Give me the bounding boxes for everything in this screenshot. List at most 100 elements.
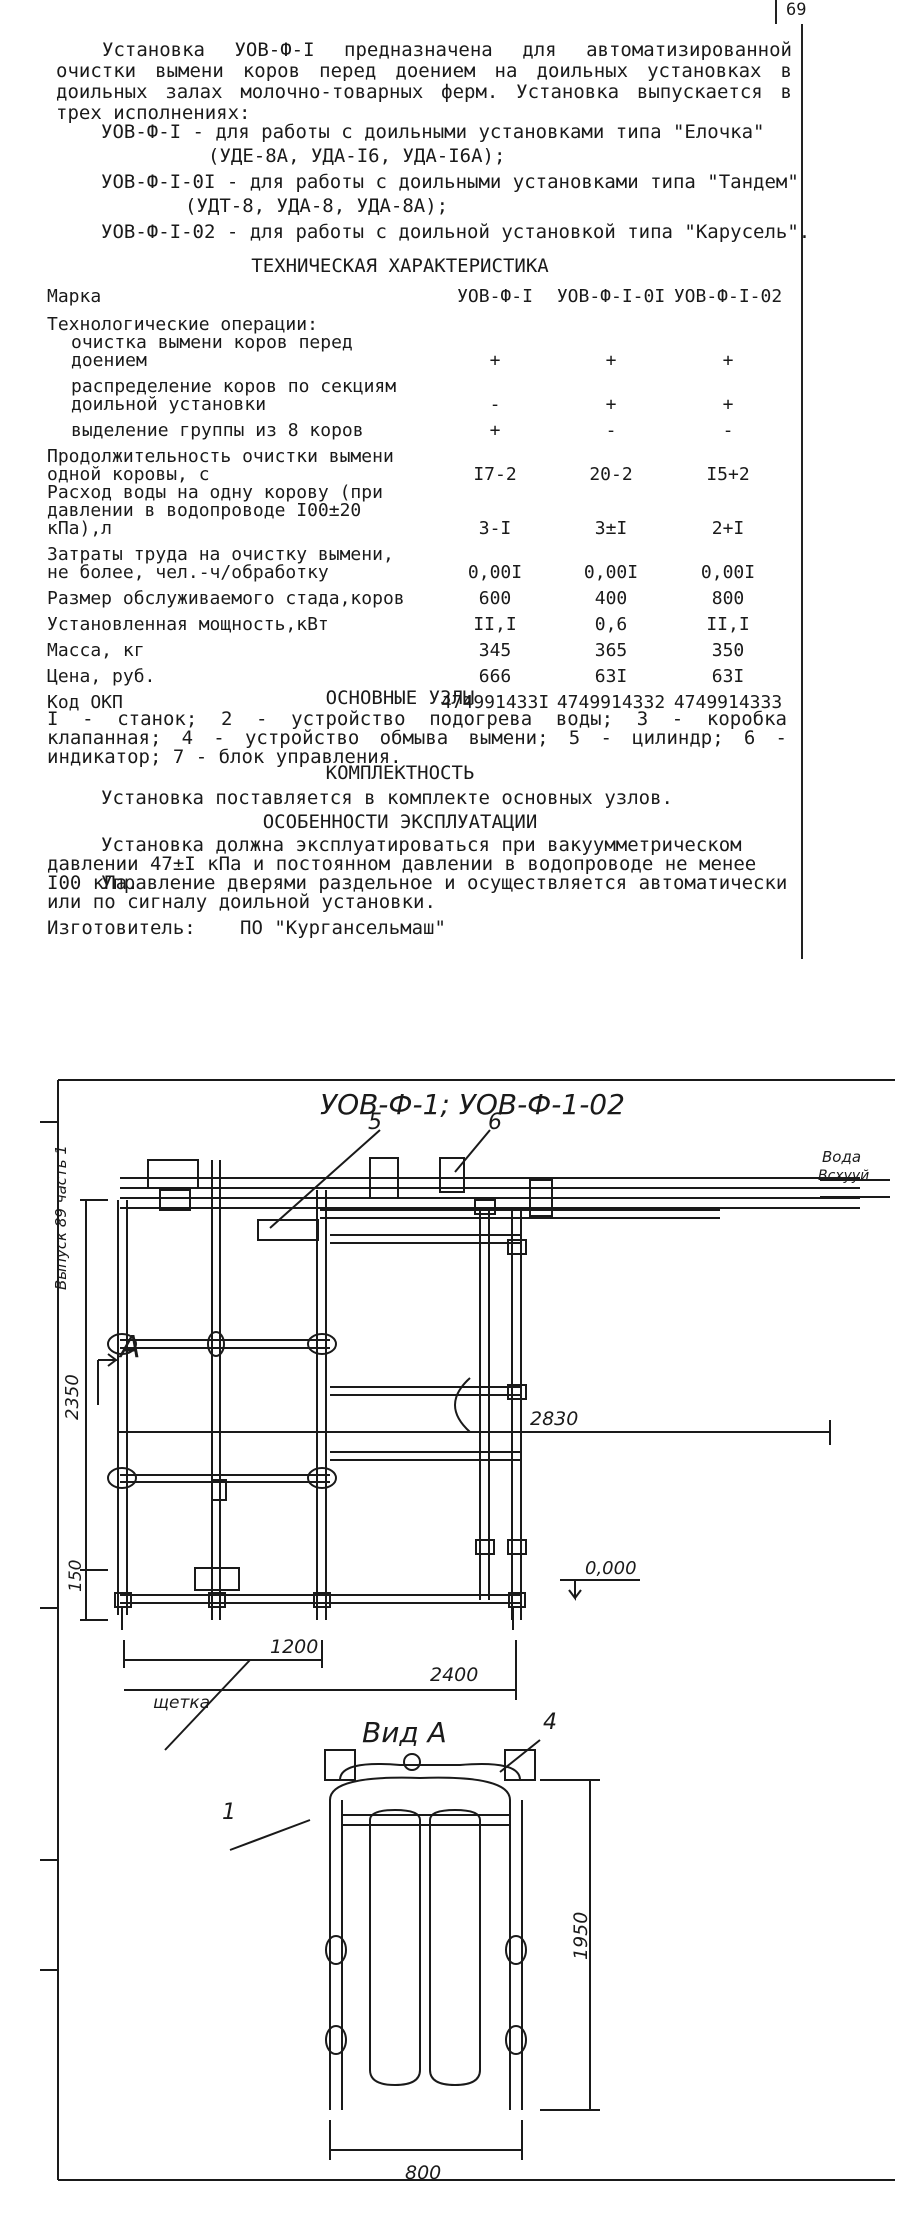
dim-150: 150 (66, 1559, 86, 1592)
row-value: 2+I (711, 518, 745, 539)
row-value: 20-2 (589, 464, 633, 485)
table-row: Код ОКП 474991433I 4749914332 4749914333 (47, 686, 787, 712)
kit-text: Установка поставляется в комплекте основ… (101, 787, 673, 809)
technical-drawing (40, 1079, 895, 2181)
row-value: + (722, 394, 734, 415)
row-value: 4749914332 (556, 692, 666, 713)
spec-header-row: Марка УОВ-Ф-I УОВ-Ф-I-0I УОВ-Ф-I-02 (47, 280, 787, 306)
row-label: очистка вымени коров перед доением (71, 332, 353, 371)
row-label: распределение коров по секциям доильной … (71, 376, 397, 415)
row-value: I5+2 (706, 464, 750, 485)
units-text: I - станок; 2 - устройство подогрева вод… (47, 708, 787, 768)
callout-5: 5 (368, 1110, 382, 1135)
drawing-title: УОВ-Ф-1; УОВ-Ф-1-02 (320, 1088, 625, 1121)
row-label: Расход воды на одну корову (при давлении… (47, 482, 383, 539)
row-label: Код ОКП (47, 692, 123, 713)
dim-2350: 2350 (62, 1374, 83, 1420)
table-row: распределение коров по секциям доильной … (47, 370, 787, 414)
section-label: Технологические операции: (47, 314, 318, 335)
row-value: + (489, 420, 501, 441)
maker-value: ПО "Кургансельмаш" (240, 917, 446, 939)
operation-heading: ОСОБЕННОСТИ ЭКСПЛУАТАЦИИ (262, 811, 538, 833)
row-value: + (605, 350, 617, 371)
row-value: + (489, 350, 501, 371)
right-margin-rule (801, 24, 803, 959)
callout-4: 4 (543, 1710, 557, 1735)
spec-heading: ТЕХНИЧЕСКАЯ ХАРАКТЕРИСТИКА (251, 255, 549, 277)
row-value: 3-I (478, 518, 512, 539)
level-0000: 0,000 (585, 1558, 637, 1579)
table-row: очистка вымени коров перед доением + + + (47, 334, 787, 370)
brush-label: щетка (153, 1693, 211, 1713)
row-value: 0,6 (594, 614, 628, 635)
variant-1: УОВ-Ф-I - для работы с доильными установ… (101, 121, 765, 143)
row-value: I7-2 (473, 464, 517, 485)
row-value: 400 (594, 588, 628, 609)
variant-1-models: (УДЕ-8А, УДА-I6, УДА-I6А); (208, 145, 506, 167)
page-corner-rule (775, 0, 777, 24)
side-text: Выпуск 89 часть 1 (52, 1145, 70, 1290)
table-row: Затраты труда на очистку вымени, не боле… (47, 538, 787, 582)
col-v3: УОВ-Ф-I-02 (673, 286, 783, 307)
row-value: - (605, 420, 617, 441)
row-value: 0,00I (467, 562, 523, 583)
table-row: Размер обслуживаемого стада,коров 600 40… (47, 582, 787, 608)
row-value: 474991433I (440, 692, 550, 713)
row-value: + (722, 350, 734, 371)
table-row: Цена, руб. 666 63I 63I (47, 660, 787, 686)
kit-heading: КОМПЛЕКТНОСТЬ (325, 762, 475, 784)
table-row: Масса, кг 345 365 350 (47, 634, 787, 660)
row-value: - (489, 394, 501, 415)
row-value: 666 (478, 666, 512, 687)
dim-2830: 2830 (530, 1408, 579, 1430)
row-label: Затраты труда на очистку вымени, не боле… (47, 544, 394, 583)
col-v1: УОВ-Ф-I (457, 286, 533, 307)
row-value: 0,00I (700, 562, 756, 583)
row-value: 63I (711, 666, 745, 687)
row-value: 0,00I (583, 562, 639, 583)
row-value: - (722, 420, 734, 441)
maker-label: Изготовитель: (47, 917, 196, 939)
row-value: 3±I (594, 518, 628, 539)
units-heading: ОСНОВНЫЕ УЗЛЫ (325, 687, 475, 709)
table-row: Установленная мощность,кВт II,I 0,6 II,I (47, 608, 787, 634)
variant-2-models: (УДТ-8, УДА-8, УДА-8А); (185, 195, 449, 217)
row-value: 345 (478, 640, 512, 661)
row-label: Установленная мощность,кВт (47, 614, 329, 635)
pipe-label-water: Вода (822, 1148, 862, 1166)
row-value: + (605, 394, 617, 415)
variant-3: УОВ-Ф-I-02 - для работы с доильной устан… (101, 221, 811, 243)
dim-800: 800 (405, 2162, 442, 2184)
row-label: Продолжительность очистки вымени одной к… (47, 446, 394, 485)
table-row: Расход воды на одну корову (при давлении… (47, 484, 787, 538)
row-value: II,I (706, 614, 750, 635)
callout-6: 6 (488, 1110, 502, 1135)
row-value: II,I (473, 614, 517, 635)
intro-paragraph: Установка УОВ-Ф-I предназначена для авто… (56, 39, 792, 124)
row-label: Цена, руб. (47, 666, 156, 687)
view-a-arrow-label: А (120, 1330, 141, 1365)
pipe-label-suction: Всхууй (818, 1168, 870, 1184)
dim-1950: 1950 (570, 1911, 592, 1960)
row-value: 350 (711, 640, 745, 661)
operation-p2: Управление дверями раздельное и осуществ… (47, 872, 788, 913)
row-value: 600 (478, 588, 512, 609)
dim-2400: 2400 (430, 1664, 479, 1686)
variant-2: УОВ-Ф-I-0I - для работы с доильными уста… (101, 171, 799, 193)
operation-p1: Установка должна эксплуатироваться при в… (47, 834, 757, 894)
table-row: выделение группы из 8 коров + - - (47, 414, 787, 440)
row-value: 4749914333 (673, 692, 783, 713)
col-v2: УОВ-Ф-I-0I (556, 286, 666, 307)
page-number: 69 (786, 0, 807, 20)
dim-1200: 1200 (270, 1636, 319, 1658)
row-label: выделение группы из 8 коров (71, 420, 364, 441)
section-row: Технологические операции: (47, 306, 787, 334)
view-a-label: Вид А (362, 1716, 447, 1749)
spec-table: Марка УОВ-Ф-I УОВ-Ф-I-0I УОВ-Ф-I-02 Техн… (47, 280, 787, 712)
col-mark: Марка (47, 286, 102, 307)
row-label: Размер обслуживаемого стада,коров (47, 588, 405, 609)
callout-1: 1 (222, 1800, 236, 1825)
row-value: 800 (711, 588, 745, 609)
row-value: 365 (594, 640, 628, 661)
table-row: Продолжительность очистки вымени одной к… (47, 440, 787, 484)
